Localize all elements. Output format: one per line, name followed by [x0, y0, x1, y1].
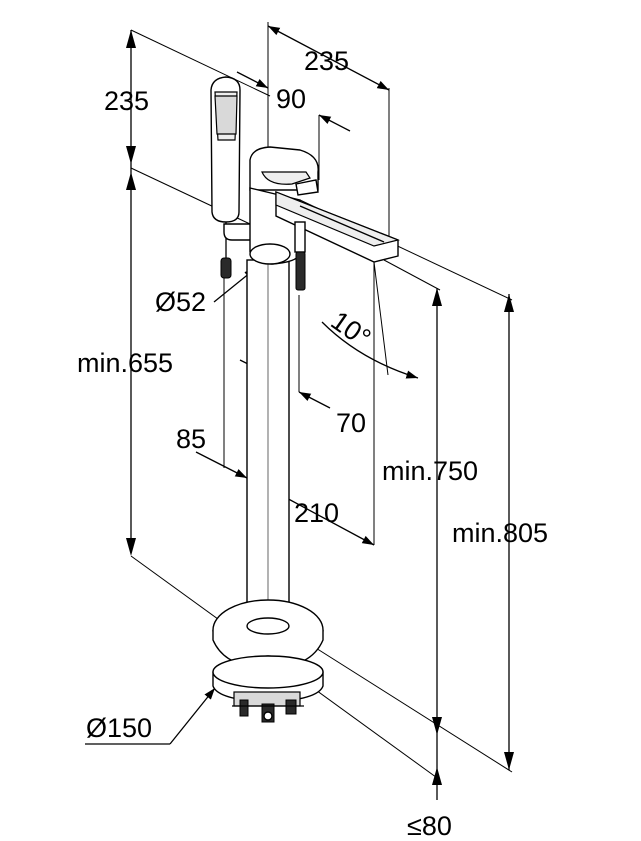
min-805-dimension	[504, 294, 514, 770]
installation-base	[212, 655, 324, 723]
label-offset-210: 210	[294, 498, 339, 528]
label-angle: 10°	[326, 305, 377, 353]
label-min-805: min.805	[452, 518, 548, 548]
label-min-655: min.655	[77, 348, 173, 378]
min-750-dimension	[432, 288, 442, 735]
hand-shower	[210, 76, 241, 279]
spout-offset-dimension	[236, 71, 351, 180]
angle-dimension	[321, 261, 419, 385]
label-offset-70: 70	[336, 408, 366, 438]
label-pipe-diameter: Ø52	[155, 287, 206, 317]
left-height-dimension	[126, 29, 441, 781]
diverter	[294, 221, 306, 291]
label-base-diameter: Ø150	[86, 713, 152, 743]
label-min-750: min.750	[382, 456, 478, 486]
spout-length-dimension	[267, 22, 390, 250]
offset-70-dimension	[298, 295, 331, 409]
label-offset-85: 85	[176, 424, 206, 454]
main-pipe	[246, 259, 290, 631]
label-floor-clearance: ≤80	[407, 811, 452, 841]
label-spout-offset: 90	[276, 84, 306, 114]
base-diameter-leader	[85, 687, 216, 745]
label-hand-shower-height: 235	[104, 86, 149, 116]
right-extension-lines	[299, 199, 513, 773]
spout	[275, 190, 400, 263]
floor-clearance-dimension	[432, 735, 442, 800]
label-spout-length: 235	[304, 46, 349, 76]
